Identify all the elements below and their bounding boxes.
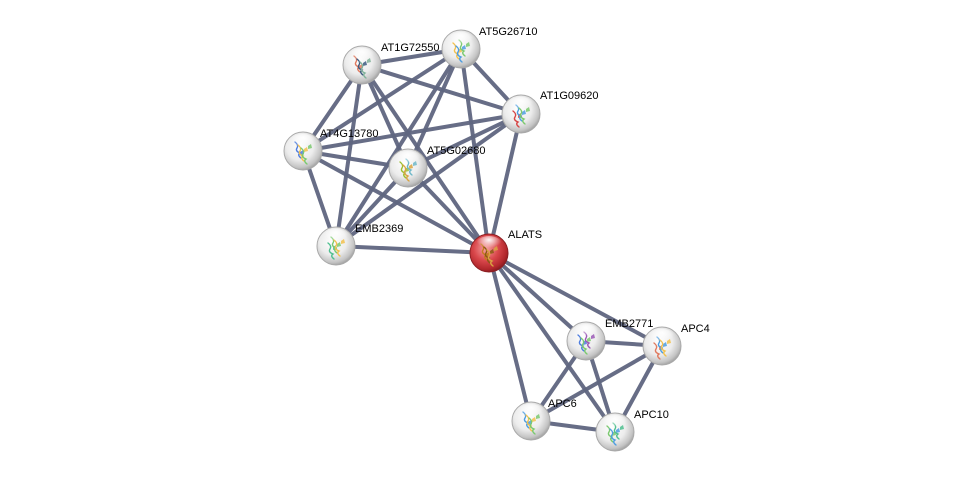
node-gloss-highlight <box>602 415 628 431</box>
edge-alats-apc6[interactable] <box>487 251 533 423</box>
edge-at1g09620-at5g02680[interactable] <box>406 112 523 170</box>
node-apc6[interactable]: APC6 <box>511 398 577 441</box>
edge-at5g02680-alats[interactable] <box>406 166 491 255</box>
node-gloss-highlight <box>349 48 375 64</box>
edge-at5g26710-emb2369[interactable] <box>334 47 463 248</box>
node-emb2771[interactable]: EMB2771 <box>566 318 653 361</box>
node-at5g26710[interactable]: AT5G26710 <box>441 26 538 69</box>
edge-at1g09620-alats[interactable] <box>487 112 523 255</box>
node-at4g13780[interactable]: AT4G13780 <box>283 128 379 171</box>
edge-at5g26710-alats[interactable] <box>459 47 491 255</box>
edge-at4g13780-alats[interactable] <box>301 149 491 255</box>
node-at1g72550[interactable]: AT1G72550 <box>342 42 440 85</box>
edge-alats-apc10[interactable] <box>487 251 617 434</box>
protein-structure-icon <box>480 243 498 267</box>
node-at5g02680[interactable]: AT5G02680 <box>388 145 486 188</box>
node-gloss-highlight <box>508 97 534 113</box>
node-label-emb2771: EMB2771 <box>605 318 653 330</box>
node-label-alats: ALATS <box>508 229 542 241</box>
node-gloss-highlight <box>476 236 502 252</box>
node-gloss-highlight <box>518 404 544 420</box>
node-label-apc6: APC6 <box>548 398 577 410</box>
edge-alats-apc4[interactable] <box>487 251 664 348</box>
edge-at1g09620-at4g13780[interactable] <box>301 112 523 153</box>
node-label-apc10: APC10 <box>634 409 669 421</box>
node-label-at1g09620: AT1G09620 <box>540 90 599 102</box>
edge-alats-emb2771[interactable] <box>487 251 588 343</box>
nodes-layer: AT1G72550 AT5G26710AT1G09620AT4G13780AT5G… <box>283 26 710 452</box>
edge-at5g26710-at5g02680[interactable] <box>406 47 463 170</box>
node-label-at1g72550: AT1G72550 <box>381 42 440 54</box>
node-label-at5g26710: AT5G26710 <box>479 26 538 38</box>
node-gloss-highlight <box>323 229 349 245</box>
edge-at1g09620-emb2369[interactable] <box>334 112 523 248</box>
node-alats[interactable]: ALATS <box>469 229 542 273</box>
node-label-at4g13780: AT4G13780 <box>320 128 379 140</box>
edge-at5g26710-at4g13780[interactable] <box>301 47 463 153</box>
node-gloss-highlight <box>448 32 474 48</box>
edge-apc4-apc6[interactable] <box>529 344 664 423</box>
node-at1g09620[interactable]: AT1G09620 <box>501 90 599 134</box>
edges-layer <box>301 47 664 434</box>
node-gloss-highlight <box>290 134 316 150</box>
node-label-at5g02680: AT5G02680 <box>427 145 486 157</box>
node-apc10[interactable]: APC10 <box>595 409 669 452</box>
node-gloss-highlight <box>649 329 675 345</box>
edge-emb2369-alats[interactable] <box>334 244 491 255</box>
edge-at1g72550-emb2369[interactable] <box>334 63 364 248</box>
node-emb2369[interactable]: EMB2369 <box>316 223 403 266</box>
node-apc4[interactable]: APC4 <box>642 323 710 366</box>
node-label-emb2369: EMB2369 <box>355 223 403 235</box>
node-gloss-highlight <box>395 151 421 167</box>
node-label-apc4: APC4 <box>681 323 710 335</box>
node-gloss-highlight <box>573 324 599 340</box>
